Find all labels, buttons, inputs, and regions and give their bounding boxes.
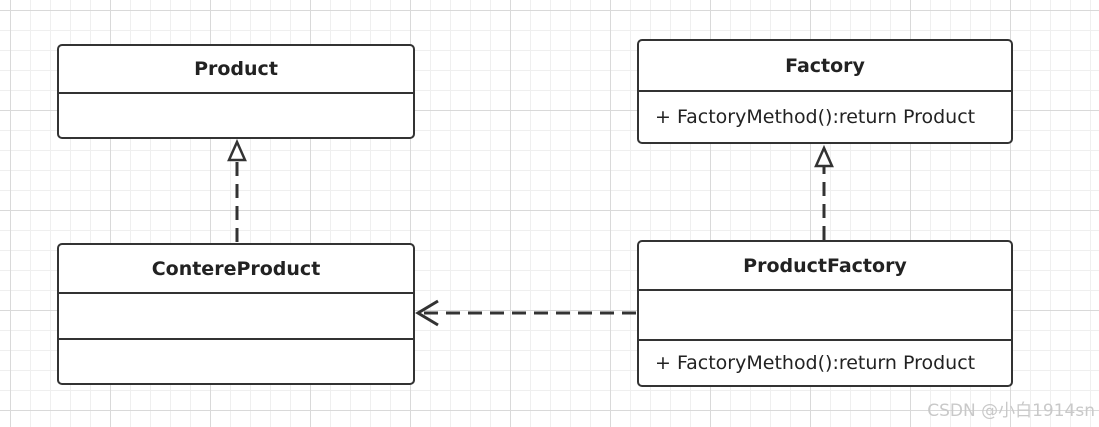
watermark-text: CSDN @小白1914sn xyxy=(927,401,1095,421)
method-factorymethod: + FactoryMethod():return Product xyxy=(639,90,1011,142)
class-name-contereproduct: ContereProduct xyxy=(151,257,321,280)
hollow-triangle-arrowhead xyxy=(227,138,247,162)
class-productfactory[interactable]: ProductFactory + FactoryMethod():return … xyxy=(637,240,1013,387)
class-name-factory: Factory xyxy=(785,54,865,77)
open-arrowhead xyxy=(415,299,439,327)
class-name-product: Product xyxy=(194,58,278,80)
realization-contereproduct-to-product xyxy=(227,138,247,242)
attributes-compartment xyxy=(59,92,413,137)
realization-productfactory-to-factory xyxy=(814,144,834,240)
class-product[interactable]: Product xyxy=(57,44,415,139)
attributes-compartment xyxy=(59,292,413,338)
methods-compartment xyxy=(59,338,413,383)
class-contereproduct[interactable]: ContereProduct xyxy=(57,243,415,385)
dependency-productfactory-to-contereproduct xyxy=(415,299,636,327)
class-factory[interactable]: Factory + FactoryMethod():return Product xyxy=(637,39,1013,144)
hollow-triangle-arrowhead xyxy=(814,144,834,168)
class-name-productfactory: ProductFactory xyxy=(743,254,907,277)
attributes-compartment xyxy=(639,289,1011,339)
method-factorymethod: + FactoryMethod():return Product xyxy=(639,339,1011,385)
